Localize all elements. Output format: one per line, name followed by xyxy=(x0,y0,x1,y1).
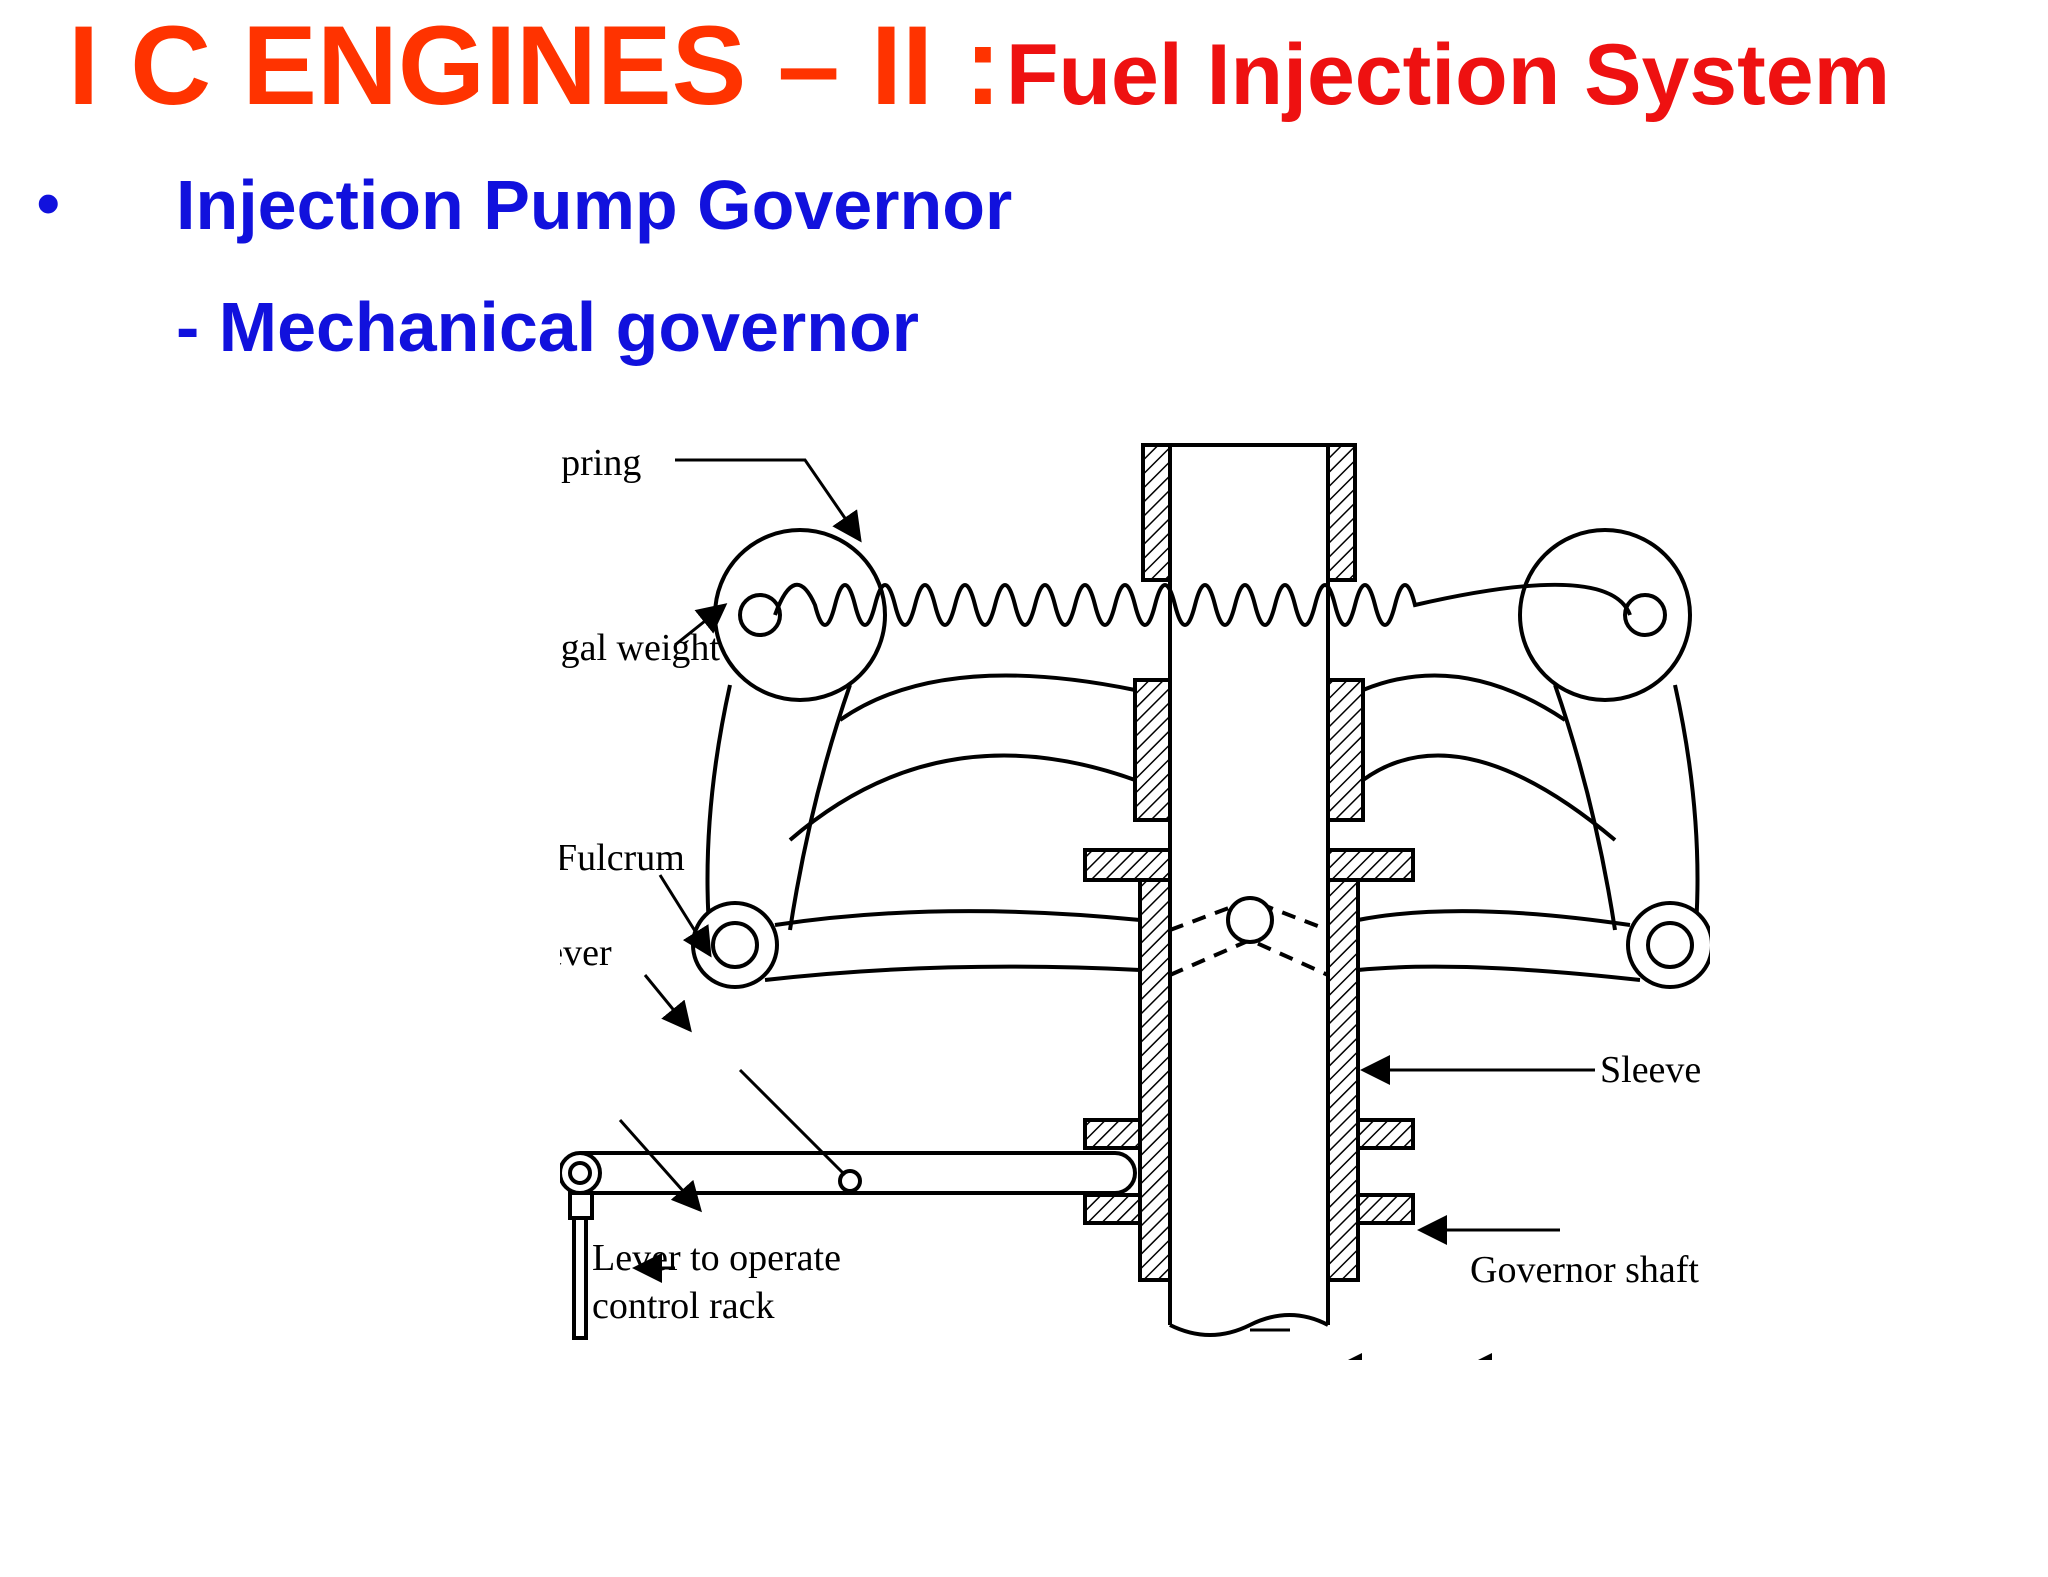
label-sleeve: Sleeve xyxy=(1600,1049,1701,1091)
centrifugal-weight-right xyxy=(1357,528,1710,989)
sleeve xyxy=(1083,878,1415,1282)
bullet-marker: • xyxy=(36,164,61,242)
centrifugal-weight-left xyxy=(691,528,1141,989)
label-governor-shaft: Governor shaft xyxy=(1470,1249,1699,1291)
governor-shaft xyxy=(1143,443,1355,1337)
label-lever: Lever xyxy=(560,932,612,974)
fulcrum-pin xyxy=(838,1169,862,1193)
label-centrifugal-weight: Centrifugal weight xyxy=(560,627,720,669)
bullet-heading: Injection Pump Governor xyxy=(176,166,1013,244)
spring xyxy=(773,582,1632,627)
lever xyxy=(560,1151,1137,1340)
bullet-subheading: - Mechanical governor xyxy=(176,288,919,366)
title-main: I C ENGINES – II : xyxy=(68,3,1002,128)
title-sub: Fuel Injection System xyxy=(1005,27,1891,123)
slide-title: I C ENGINES – II : Fuel Injection System xyxy=(68,4,2028,127)
governor-diagram: Spring Centrifugal weight Fulcrum Lever … xyxy=(560,442,1710,1360)
label-lever-to-operate-2: control rack xyxy=(592,1285,775,1327)
label-fulcrum: Fulcrum xyxy=(560,837,685,879)
label-spring: Spring xyxy=(560,442,641,484)
label-lever-to-operate-1: Lever to operate xyxy=(592,1237,841,1279)
